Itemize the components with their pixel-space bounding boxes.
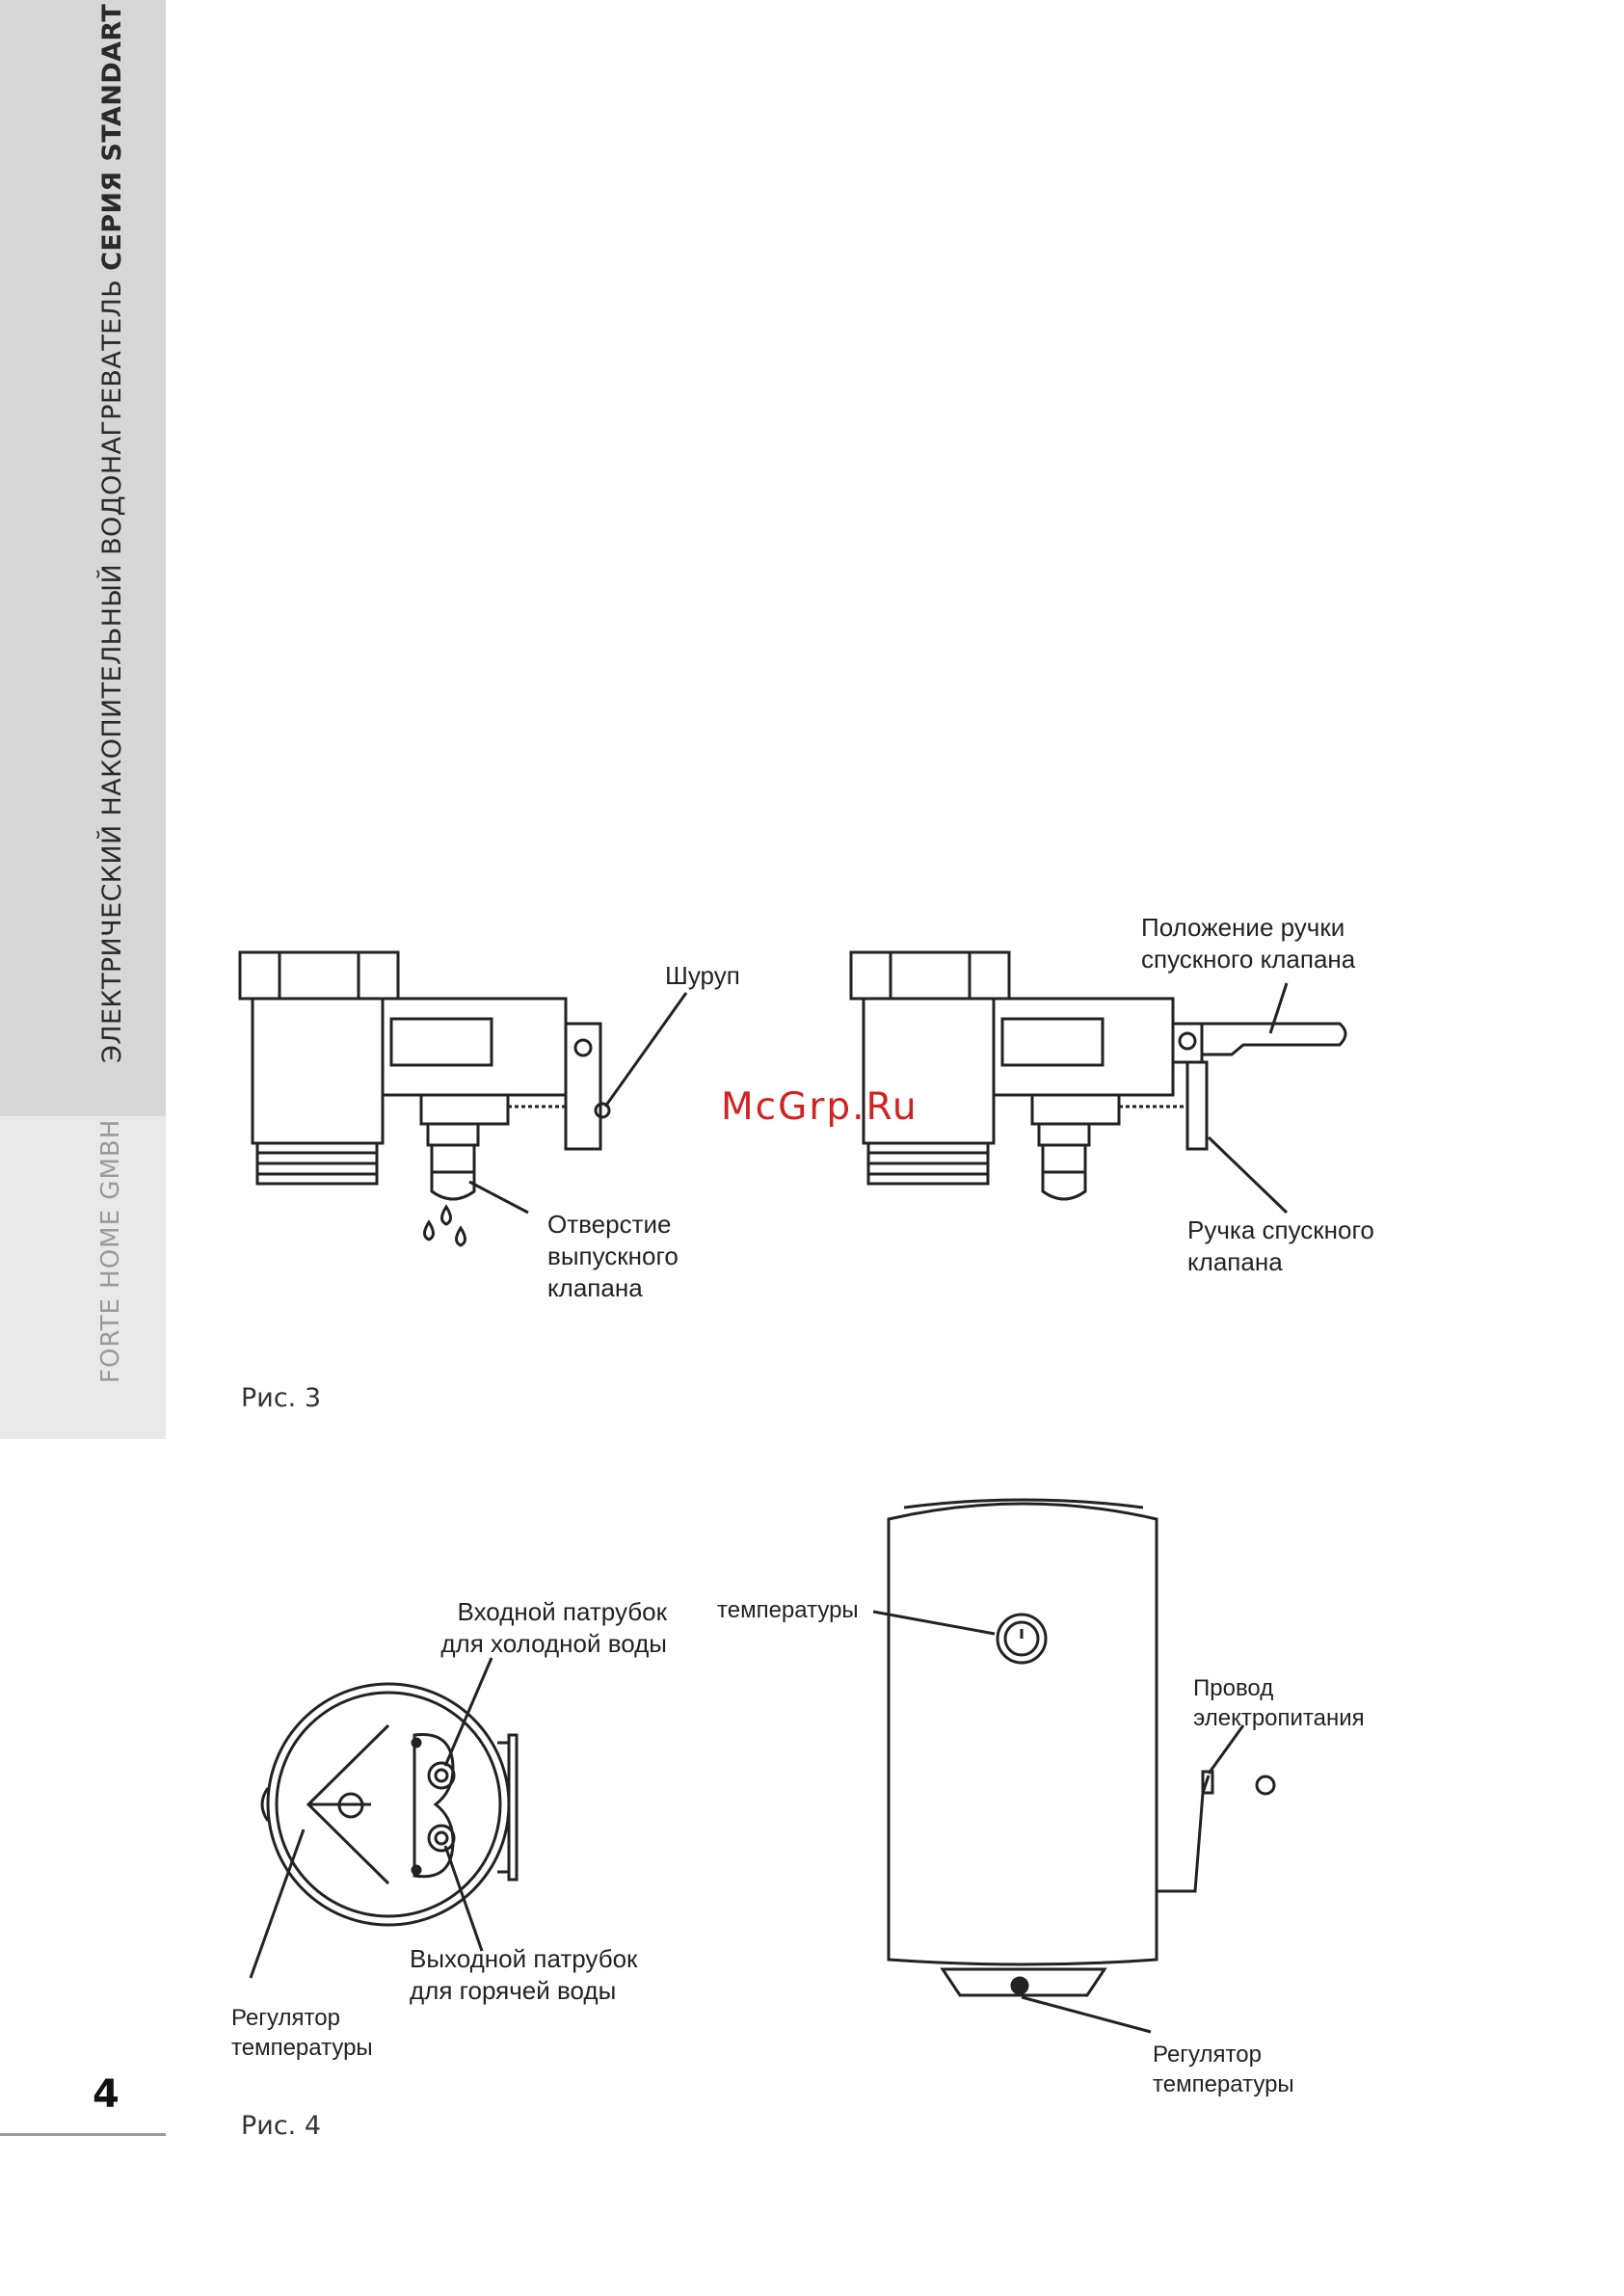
watermark-text: McGrp.Ru [721, 1085, 918, 1129]
fig3-label-screw: Шуруп [665, 961, 740, 990]
fig3-left-valve [238, 950, 611, 1247]
sidebar-top-band [0, 0, 166, 1116]
fig4-label-cold-inlet: Входной патрубок для холодной воды [440, 1597, 667, 1658]
fig3-caption: Рис. 3 [241, 1383, 322, 1413]
fig3-label-handle-position: Положение ручки спускного клапана [1141, 913, 1356, 974]
page-number-rule [0, 2133, 166, 2136]
fig4-label-hot-outlet: Выходной патрубок для горячей воды [410, 1944, 638, 2005]
page-number: 4 [93, 2072, 120, 2117]
fig3-right-valve [849, 950, 1347, 1201]
fig4-label-regulator-bottom: Регулятор температуры [1153, 2042, 1294, 2097]
fig4-label-regulator-left: Регулятор температуры [231, 2005, 373, 2061]
fig4-caption: Рис. 4 [241, 2111, 322, 2141]
sidebar-bottom-band [0, 1116, 166, 1439]
fig4-front-view [887, 1498, 1276, 1997]
fig4-label-temperature: температуры [717, 1597, 859, 1623]
fig3-label-outlet-hole: Отверстие выпускного клапана [547, 1210, 679, 1302]
fig4-bottom-view [260, 1682, 519, 1927]
fig4-label-power-cable: Провод электропитания [1193, 1675, 1365, 1731]
fig3-drawing [238, 950, 1347, 1247]
fig3-label-drain-handle: Ручка спускного клапана [1187, 1215, 1374, 1276]
